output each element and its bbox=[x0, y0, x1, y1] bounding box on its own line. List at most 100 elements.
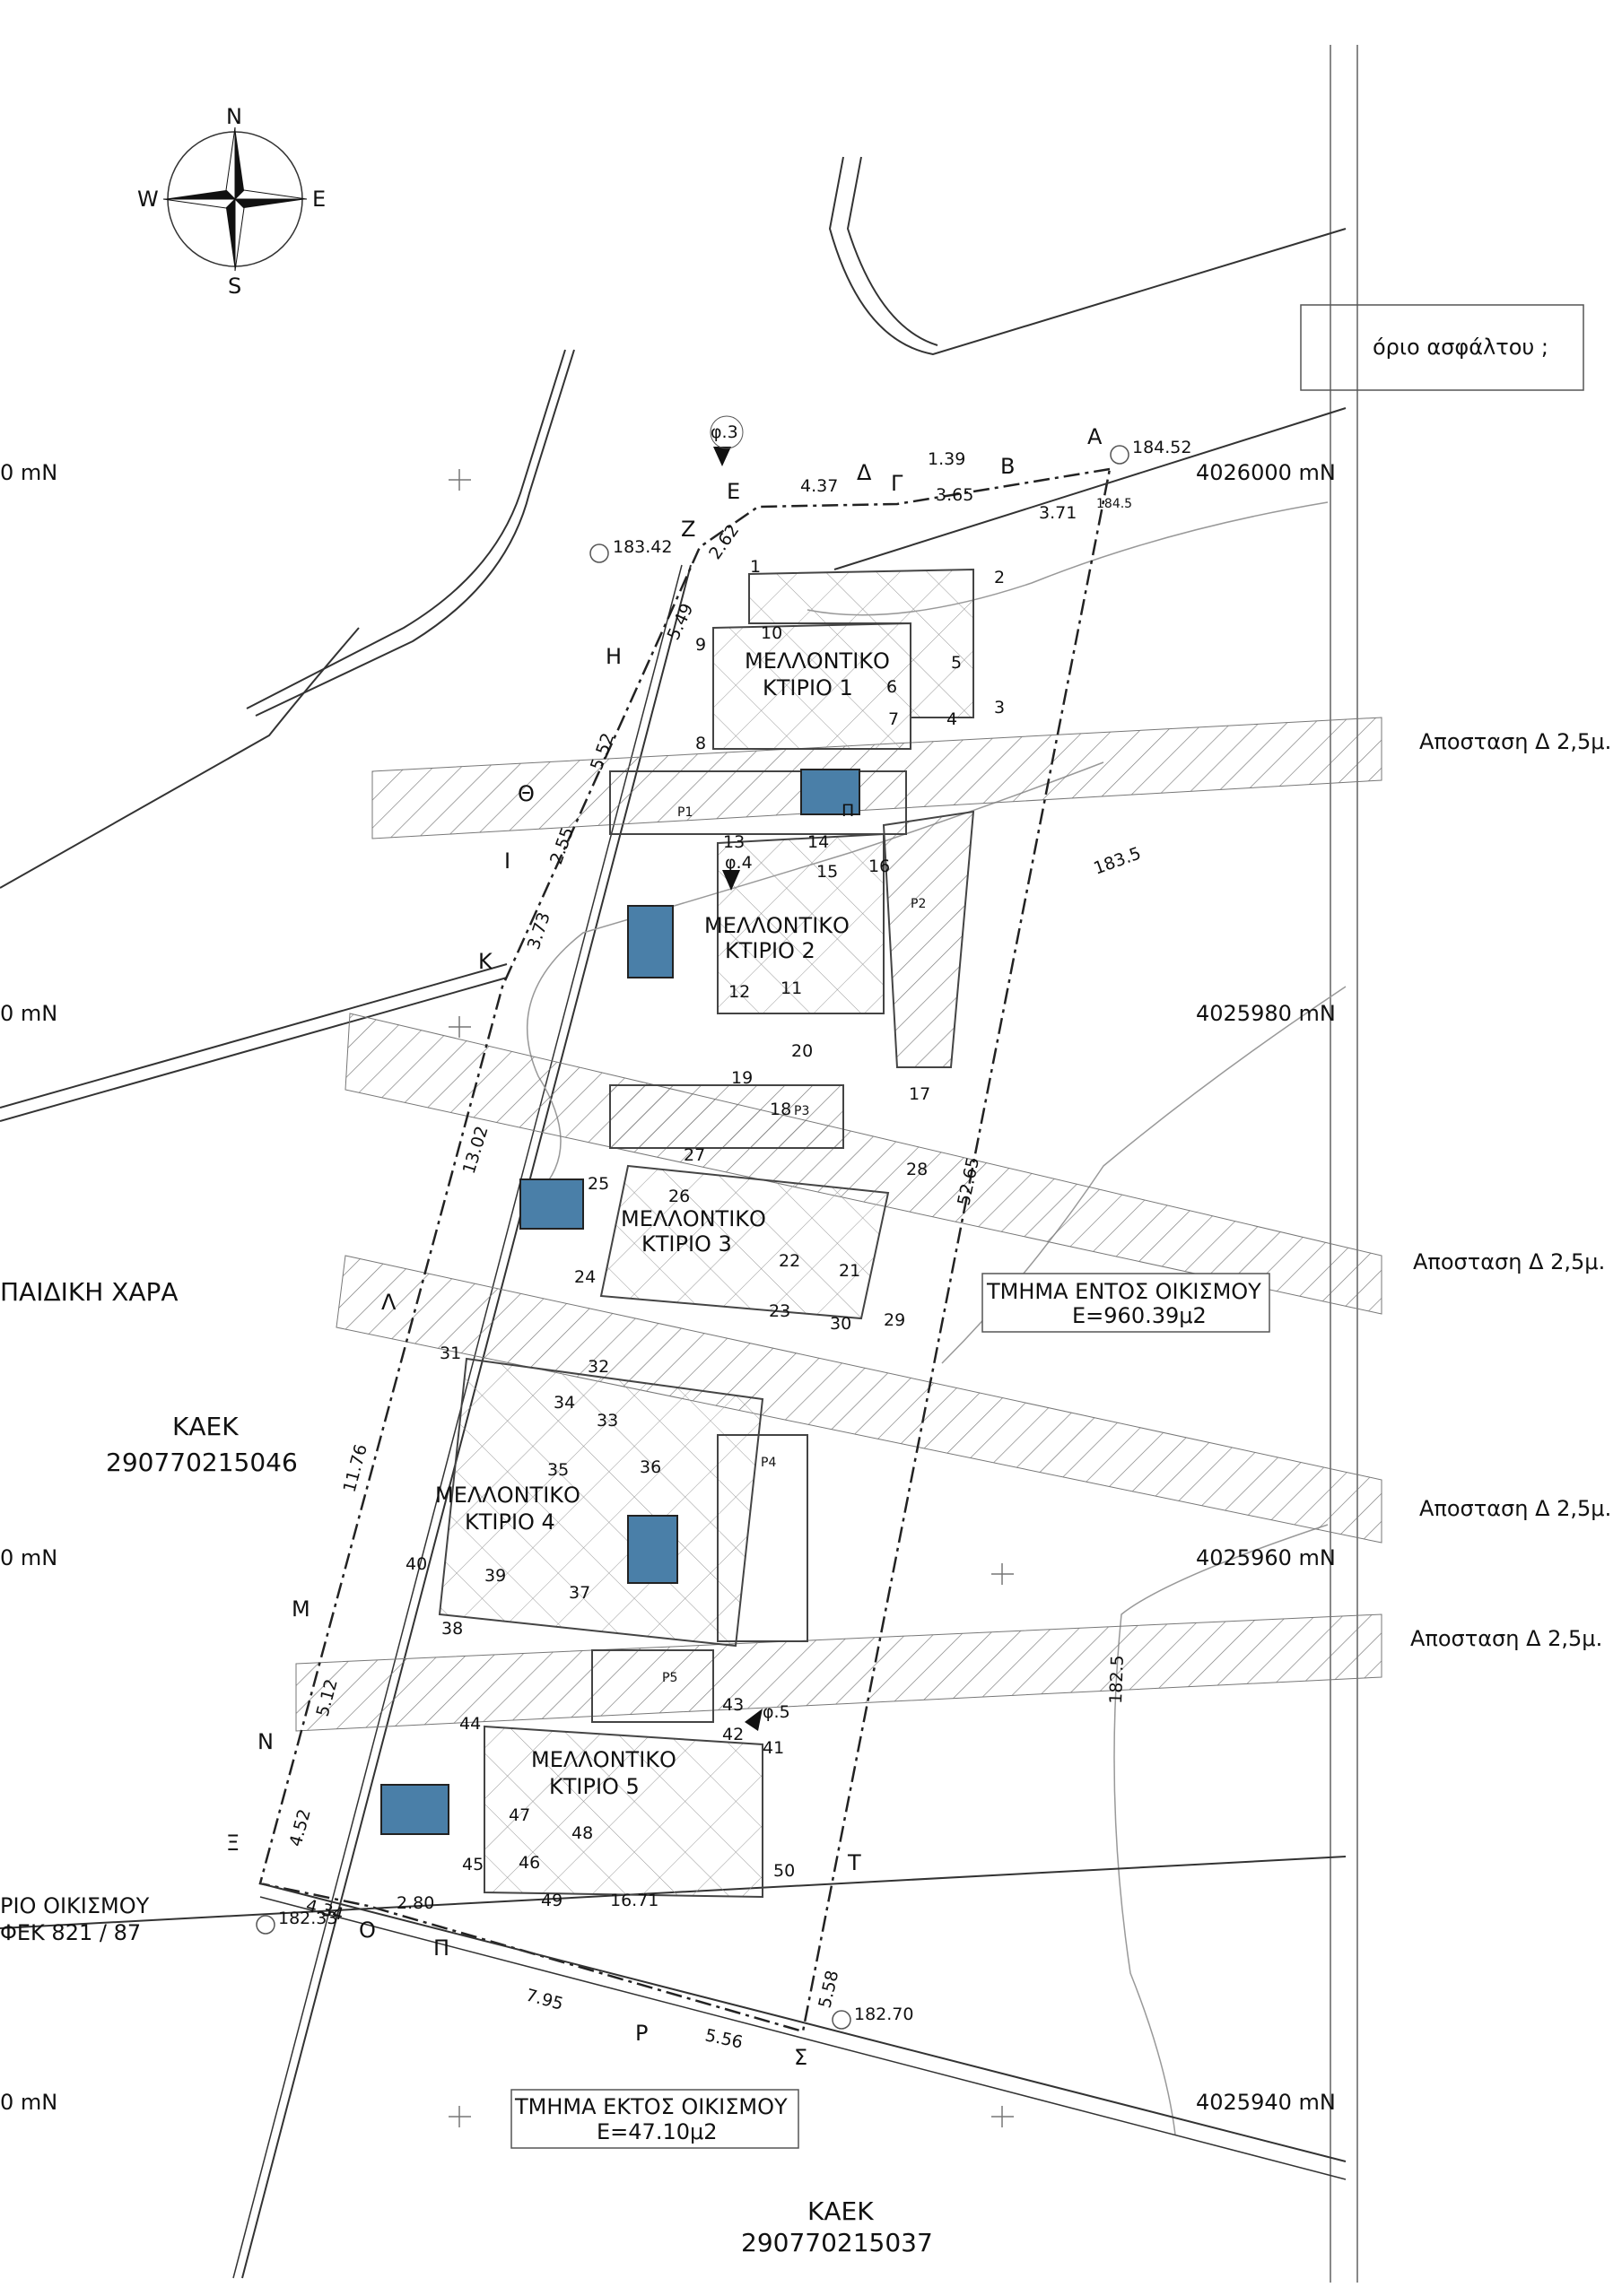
dimension: 3.73 bbox=[524, 910, 554, 952]
point-number: 12 bbox=[728, 982, 750, 1002]
dimension: 2.62 bbox=[705, 521, 743, 563]
building-label: ΚΤΙΡΙΟ 1 bbox=[763, 675, 853, 700]
road-diagonal bbox=[0, 963, 508, 1109]
south-road-line bbox=[259, 1896, 1347, 2180]
pool bbox=[800, 769, 860, 815]
point-number: 41 bbox=[763, 1738, 784, 1758]
pergola-label: P1 bbox=[677, 805, 693, 820]
vertex-letter: Ζ bbox=[681, 517, 695, 542]
building-2 bbox=[717, 832, 885, 1014]
dimension: 7.95 bbox=[524, 1986, 566, 2014]
kaek-label: ΚΑΕΚ bbox=[807, 2196, 874, 2226]
grid-label: 4025960 mN bbox=[1196, 1545, 1336, 1570]
building-label: ΜΕΛΛΟΝΤΙΚΟ bbox=[531, 1747, 676, 1772]
point-number: 47 bbox=[509, 1805, 530, 1825]
point-number: 18 bbox=[770, 1100, 791, 1119]
point-number: 29 bbox=[884, 1310, 905, 1330]
elevation: 183.42 bbox=[613, 537, 672, 557]
setback-band bbox=[295, 1613, 1382, 1732]
south-road-line bbox=[259, 1883, 1347, 2162]
point-number: 27 bbox=[684, 1145, 705, 1165]
road-diagonal bbox=[0, 977, 508, 1122]
point-number: 4 bbox=[946, 709, 957, 729]
vertex-letter: Μ bbox=[292, 1596, 310, 1622]
point-number: 31 bbox=[440, 1344, 461, 1363]
compass-south: S bbox=[228, 274, 241, 299]
point-number: 50 bbox=[773, 1861, 795, 1881]
elevation-marker-icon bbox=[256, 445, 1129, 2030]
grid-markers bbox=[449, 469, 1014, 2127]
kaek-number: 290770215037 bbox=[741, 2228, 933, 2257]
building-label: ΚΤΙΡΙΟ 4 bbox=[465, 1509, 555, 1535]
point-number: 11 bbox=[780, 978, 802, 998]
dimension: 3.65 bbox=[936, 485, 973, 505]
elevation: 183.5 bbox=[1091, 843, 1144, 878]
pergola-label: P5 bbox=[662, 1671, 677, 1685]
setback-band bbox=[371, 717, 1382, 839]
outside-area-value: Ε=47.10μ2 bbox=[597, 2119, 718, 2144]
point-number: 17 bbox=[909, 1084, 930, 1104]
point-number: 16 bbox=[868, 857, 890, 876]
grid-label: 0 mN bbox=[0, 1545, 57, 1570]
parcel-line bbox=[833, 407, 1347, 570]
pool bbox=[627, 905, 674, 978]
building-1 bbox=[712, 622, 911, 750]
west-boundary-road bbox=[232, 564, 683, 2279]
vertex-letter: Ι bbox=[504, 848, 510, 874]
point-number: 30 bbox=[830, 1314, 851, 1334]
grid-label: 4026000 mN bbox=[1196, 460, 1336, 485]
elevation: 182.33 bbox=[278, 1909, 337, 1928]
vertex-letter: Ν bbox=[257, 1729, 274, 1754]
road-curve bbox=[828, 156, 1347, 356]
dimension: 2.80 bbox=[397, 1893, 434, 1913]
settlement-limit-label: ΦΕΚ 821 / 87 bbox=[0, 1920, 141, 1945]
dimension: 5.49 bbox=[664, 600, 698, 643]
vertex-letter: Η bbox=[606, 644, 622, 669]
point-number: 1 bbox=[750, 557, 761, 577]
point-number: 14 bbox=[807, 832, 829, 852]
point-number: 40 bbox=[406, 1554, 427, 1574]
point-number: 8 bbox=[695, 734, 706, 753]
point-numbers: 1 2 3 4 5 6 7 8 9 10 11 12 13 14 15 16 1… bbox=[406, 557, 1005, 1910]
dimension: 5.56 bbox=[703, 2025, 745, 2052]
distance-note: Αποσταση Δ 2,5μ. bbox=[1413, 1249, 1605, 1274]
road-diagonal bbox=[0, 627, 360, 889]
pergola-label: P2 bbox=[911, 897, 926, 911]
vertex-letter: Θ bbox=[518, 781, 535, 806]
point-number: 2 bbox=[994, 568, 1005, 587]
point-number: 28 bbox=[906, 1160, 928, 1179]
point-number: 33 bbox=[597, 1411, 618, 1431]
north-arrow-icon bbox=[162, 126, 308, 272]
outside-area-box bbox=[510, 2089, 799, 2149]
pergola-p4 bbox=[717, 1434, 808, 1642]
point-number: 25 bbox=[588, 1174, 609, 1194]
distance-note: Αποσταση Δ 2,5μ. bbox=[1419, 1496, 1611, 1521]
inside-area-value: Ε=960.39μ2 bbox=[1072, 1303, 1207, 1328]
vertex-letter: Λ bbox=[381, 1290, 397, 1315]
point-number: 35 bbox=[547, 1460, 569, 1480]
point-number: 10 bbox=[761, 623, 782, 643]
point-number: 22 bbox=[779, 1251, 800, 1271]
pool bbox=[519, 1178, 584, 1230]
kaek-number: 290770215046 bbox=[106, 1448, 298, 1477]
elevation: 184.52 bbox=[1132, 438, 1191, 457]
asphalt-note-box bbox=[1300, 304, 1584, 391]
point-number: 44 bbox=[459, 1714, 481, 1734]
pergola-label: P3 bbox=[794, 1104, 809, 1118]
distance-note: Αποσταση Δ 2,5μ. bbox=[1419, 729, 1611, 754]
vertex-letter: Δ bbox=[857, 460, 872, 485]
point-number: 9 bbox=[695, 635, 706, 655]
elevation: 182.5 bbox=[1106, 1655, 1128, 1704]
point-number: 7 bbox=[888, 709, 899, 729]
outside-area-title: ΤΜΗΜΑ ΕΚΤΟΣ ΟΙΚΙΣΜΟΥ bbox=[514, 2094, 788, 2119]
photo-label: φ.5 bbox=[763, 1702, 790, 1722]
road-diagonal bbox=[255, 349, 575, 717]
pergola-p3 bbox=[609, 1084, 844, 1149]
dimension: 3.71 bbox=[1039, 503, 1077, 523]
inside-area-box bbox=[981, 1273, 1270, 1333]
building-label: ΚΤΙΡΙΟ 2 bbox=[725, 938, 815, 963]
pergola-label: P4 bbox=[761, 1456, 776, 1470]
contour-line bbox=[1113, 1524, 1329, 2135]
point-number: 45 bbox=[462, 1855, 484, 1874]
